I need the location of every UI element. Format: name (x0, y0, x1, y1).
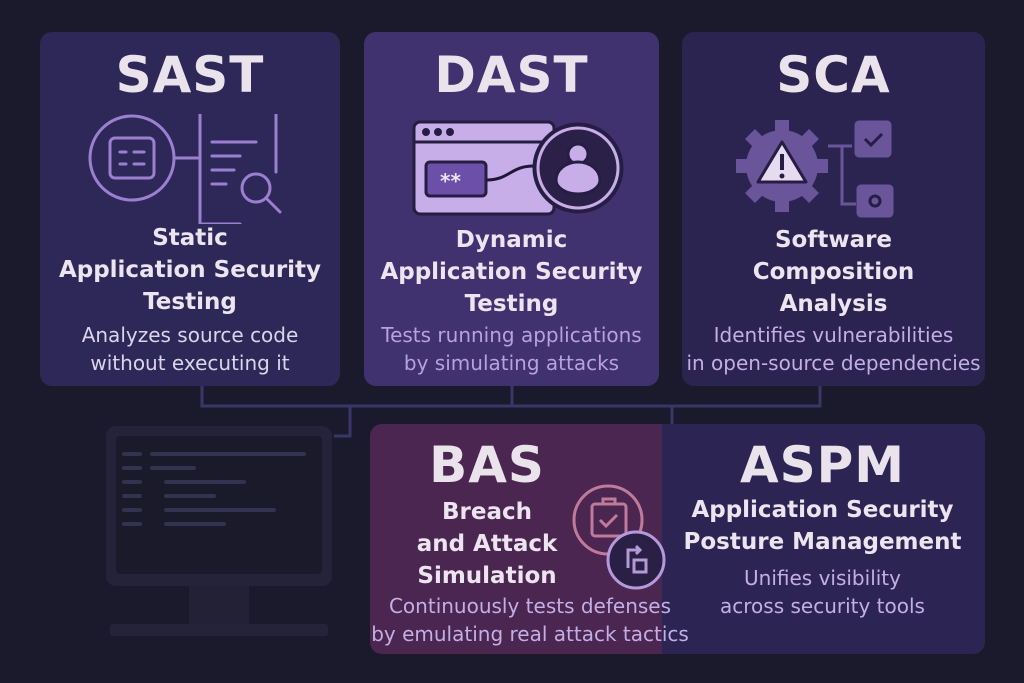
subtitle-line: Application Security (691, 497, 954, 523)
subtitle-line: Posture Management (683, 529, 962, 555)
card-subtitle: Breach and Attack Simulation (312, 496, 662, 592)
description-line: by emulating real attack tactics (371, 622, 689, 646)
description-line: Tests running applications (381, 323, 642, 347)
description-line: without executing it (90, 351, 290, 375)
clipboard-check-icon (572, 484, 666, 590)
card-description: Tests running applications by simulating… (364, 321, 659, 377)
card-subtitle: Dynamic Application Security Testing (364, 224, 659, 320)
card-description: Continuously tests defenses by emulating… (360, 592, 700, 648)
subtitle-line: Application Security (58, 257, 322, 283)
description-line: in open-source dependencies (686, 351, 981, 375)
subtitle-line: Dynamic (455, 227, 568, 253)
browser-login-icon: ** (412, 120, 624, 216)
subtitle-line: Analysis (779, 291, 888, 317)
subtitle-line: Testing (143, 289, 237, 315)
description-line: Analyzes source code (81, 323, 299, 347)
card-title: ASPM (739, 436, 906, 494)
subtitle-line: Software (774, 227, 893, 253)
subtitle-line: Static (152, 225, 228, 251)
card-aspm: ASPM Application Security Posture Manage… (660, 424, 985, 654)
subtitle-line: Simulation (417, 563, 557, 589)
description-line: Unifies visibility (744, 566, 901, 590)
card-sca: SCA Software Composition Analysis Identi… (682, 32, 985, 386)
password-mask: ** (440, 169, 461, 193)
subtitle-line: Composition (752, 259, 915, 285)
subtitle-line: and Attack (416, 531, 558, 557)
card-title: SCA (776, 46, 891, 104)
code-scan-icon (88, 114, 282, 224)
description-line: Identifies vulnerabilities (713, 323, 954, 347)
card-title: SAST (115, 46, 265, 104)
subtitle-line: Application Security (380, 259, 643, 285)
card-sast: SAST Static Application Security Testing… (40, 32, 340, 386)
subtitle-line: Testing (464, 291, 559, 317)
monitor-illustration (104, 424, 334, 640)
card-subtitle: Software Composition Analysis (682, 224, 985, 320)
card-title: DAST (434, 46, 589, 104)
card-subtitle: Static Application Security Testing (40, 222, 340, 318)
card-description: Identifies vulnerabilities in open-sourc… (682, 321, 985, 377)
description-line: Continuously tests defenses (388, 594, 672, 618)
card-title: BAS (429, 436, 545, 494)
card-description: Unifies visibility across security tools (660, 564, 985, 620)
description-line: across security tools (720, 594, 925, 618)
card-bas: BAS Breach and Attack Simulation Continu… (370, 424, 689, 654)
description-line: by simulating attacks (403, 351, 620, 375)
card-description: Analyzes source code without executing i… (40, 321, 340, 377)
gear-warning-icon (736, 120, 894, 218)
card-subtitle: Application Security Posture Management (660, 494, 985, 558)
card-dast: DAST ** Dynamic Application Security Tes… (364, 32, 659, 386)
subtitle-line: Breach (441, 499, 532, 525)
